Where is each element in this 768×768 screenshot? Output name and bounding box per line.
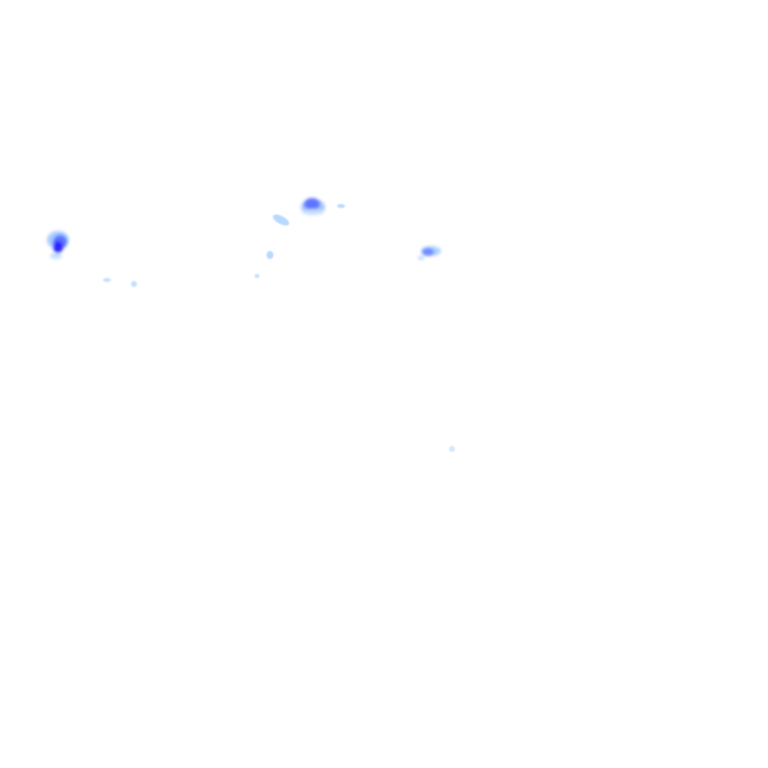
echo-cluster-top <box>301 198 325 215</box>
echo-cluster-left <box>47 231 69 259</box>
echo-specks <box>103 204 455 452</box>
echo-cluster-right <box>418 246 441 260</box>
